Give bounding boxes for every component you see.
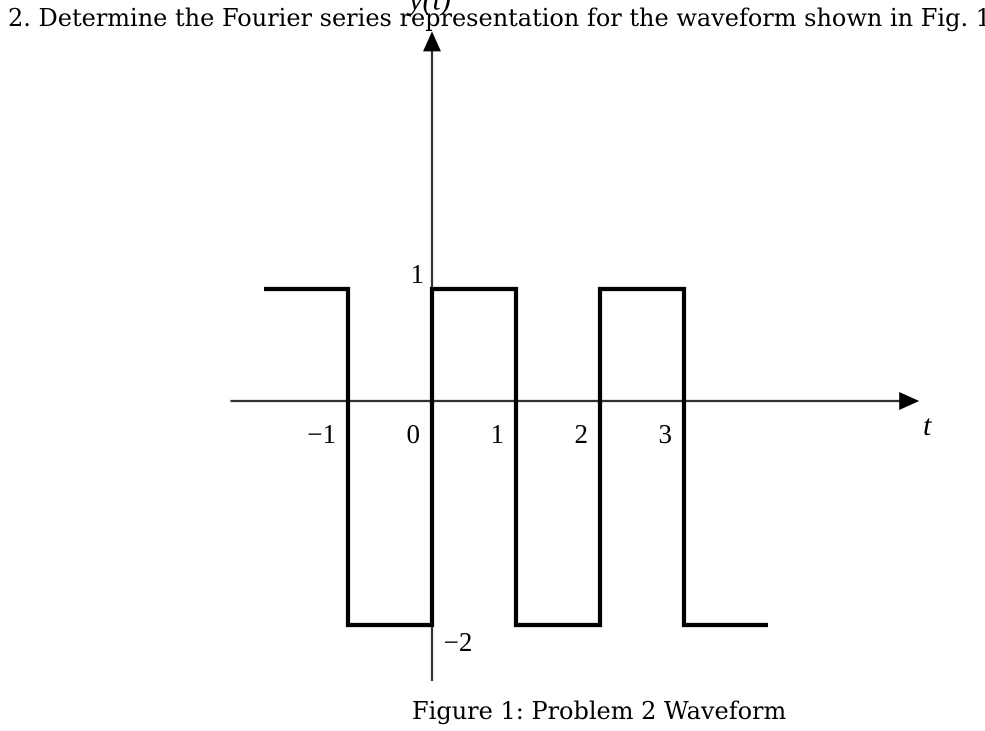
y-tick-label: 1 [411, 259, 425, 289]
axes [230, 31, 920, 681]
x-tick-label: 3 [659, 419, 673, 449]
figure-caption: Figure 1: Problem 2 Waveform [412, 697, 787, 725]
y-axis-label: y(t) [406, 0, 451, 16]
x-tick-label: −1 [307, 419, 336, 449]
x-axis-label: t [923, 409, 932, 442]
y-axis-arrowhead [423, 31, 441, 52]
waveform-line [264, 286, 768, 628]
axis-labels: y(t) t 1 −2 −1 0 1 2 3 [307, 0, 932, 657]
y-tick-label: −2 [444, 627, 473, 657]
x-axis-arrowhead [899, 392, 920, 410]
x-tick-label: 1 [491, 419, 505, 449]
x-tick-label: 0 [407, 419, 421, 449]
x-tick-label: 2 [575, 419, 589, 449]
problem-statement: 2. Determine the Fourier series represen… [8, 4, 985, 32]
